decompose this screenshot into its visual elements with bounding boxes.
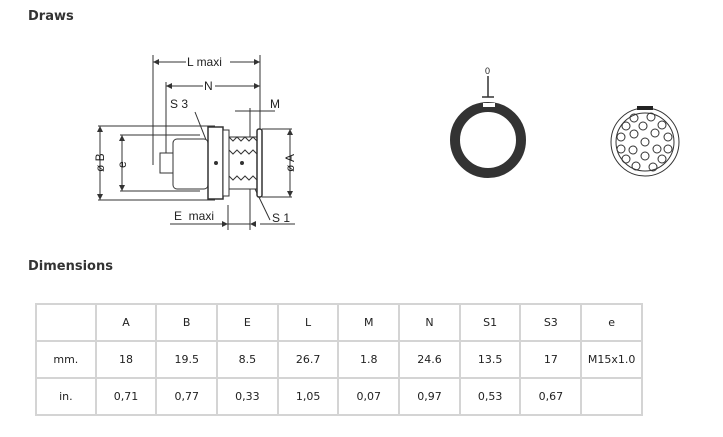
table-cell: 8.5 [216, 340, 279, 379]
label-l-maxi: L maxi [187, 55, 222, 69]
label-e: e [115, 161, 129, 168]
table-cell: mm. [35, 340, 97, 379]
table-cell [580, 377, 643, 416]
table-row: mm. 18 19.5 8.5 26.7 1.8 24.6 13.5 17 M1… [35, 340, 643, 379]
table-cell: 0,33 [216, 377, 279, 416]
connector-drawing: L maxi N S 3 M E maxi S 1 ø B e ø A 0 [93, 55, 680, 230]
table-row: in. 0,71 0,77 0,33 1,05 0,07 0,97 0,53 0… [35, 377, 643, 416]
table-cell: 1.8 [337, 340, 401, 379]
header-cell: N [398, 303, 461, 342]
header-cell: S1 [458, 303, 522, 342]
table-cell: 18 [94, 340, 158, 379]
header-cell: e [580, 303, 643, 342]
label-s1: S 1 [272, 211, 290, 225]
label-s3: S 3 [170, 97, 188, 111]
table-cell: 17 [519, 340, 583, 379]
header-cell: E [216, 303, 279, 342]
table-cell: 0,07 [337, 377, 401, 416]
header-cell: A [94, 303, 158, 342]
table-cell: M15x1.0 [580, 340, 643, 379]
table-cell: 0,67 [519, 377, 583, 416]
table-cell: 0,97 [398, 377, 461, 416]
table-cell: 13.5 [458, 340, 522, 379]
label-ob: ø B [93, 153, 107, 172]
label-m: M [270, 97, 280, 111]
table-cell: 24.6 [398, 340, 461, 379]
label-zero: 0 [485, 66, 490, 76]
table-cell: 1,05 [276, 377, 340, 416]
keying-ring [450, 102, 526, 178]
table-cell: 0,77 [155, 377, 219, 416]
header-cell: L [276, 303, 340, 342]
contact-face [610, 106, 680, 177]
table-cell: 19.5 [155, 340, 219, 379]
label-e-maxi: E maxi [174, 209, 214, 223]
dimensions-heading: Dimensions [28, 259, 113, 274]
header-cell: M [337, 303, 401, 342]
draws-heading: Draws [28, 9, 74, 24]
label-n: N [204, 79, 213, 93]
header-cell: B [155, 303, 219, 342]
dimensions-table: A B E L M N S1 S3 e mm. 18 19.5 8.5 26.7… [35, 303, 643, 416]
table-cell: 0,53 [458, 377, 522, 416]
table-cell: in. [35, 377, 97, 416]
table-header-row: A B E L M N S1 S3 e [35, 303, 643, 342]
header-cell [35, 303, 97, 342]
header-cell: S3 [519, 303, 583, 342]
table-cell: 26.7 [276, 340, 340, 379]
label-oa: ø A [283, 154, 297, 172]
table-cell: 0,71 [94, 377, 158, 416]
